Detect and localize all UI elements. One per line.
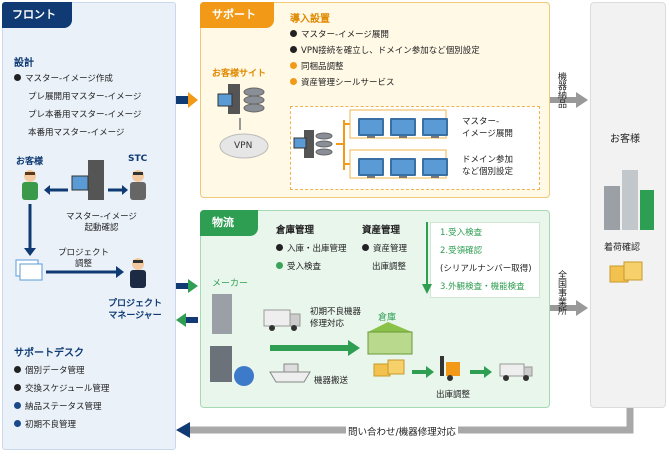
server-icon <box>217 84 265 114</box>
inspection-step-1: 1.受入検査 <box>440 228 483 238</box>
monitor-icon <box>358 158 384 178</box>
pm-person-icon <box>130 258 146 288</box>
pc-tower-icon <box>71 160 104 200</box>
vpn-label: VPN <box>234 141 253 151</box>
design-item: マスター-イメージ作成 <box>14 72 113 84</box>
domain-label: ドメイン参加 など個別設定 <box>462 155 514 177</box>
warehouse-mgmt-heading: 倉庫管理 <box>276 225 315 236</box>
front-tab: フロント <box>2 2 72 28</box>
bullet-icon <box>14 402 21 409</box>
arrival-label: 着荷確認 <box>604 243 641 253</box>
asset-mgmt-heading: 資産管理 <box>362 225 401 236</box>
bullet-icon <box>14 420 21 427</box>
inquiry-label: 問い合わせ/機器修理対応 <box>346 424 458 438</box>
forklift-icon <box>440 356 460 381</box>
maker-label: メーカー <box>212 279 249 289</box>
bullet-icon <box>276 244 283 251</box>
inspection-box <box>430 222 540 298</box>
maker-building-icon <box>210 294 254 386</box>
bullet-icon <box>14 74 21 81</box>
bullet-icon <box>290 78 297 85</box>
design-heading: 設計 <box>14 58 34 69</box>
bullet-icon <box>276 262 283 269</box>
front-customer-label: お客様 <box>16 157 44 167</box>
truck-icon <box>263 309 301 331</box>
support-desk-item-2: 交換スケジュール管理 <box>14 382 109 394</box>
inspection-step-2b: (シリアルナンバー取得) <box>440 264 532 274</box>
design-sub-2: プレ本番用マスター-イメージ <box>28 110 142 120</box>
design-sub-3: 本番用マスター-イメージ <box>28 128 125 138</box>
install-item-4: 資産管理シールサービス <box>290 76 395 88</box>
monitor-icon <box>390 158 416 178</box>
master-confirm-label: マスター-イメージ 起動確認 <box>66 212 137 233</box>
inspection-step-2: 2.受領確認 <box>440 246 483 256</box>
customer-office-icon <box>604 170 654 230</box>
inspection-arrow <box>422 222 432 294</box>
vpn-cloud-icon <box>219 133 269 159</box>
monitor-icon <box>422 158 448 178</box>
shipping-label: 出庫調整 <box>436 390 471 400</box>
install-item-3: 同梱品調整 <box>290 60 344 72</box>
initial-defect-label: 初期不良機器 修理対応 <box>310 307 362 329</box>
warehouse-mgmt-item-1: 入庫・出庫管理 <box>276 242 347 254</box>
warehouse-mgmt-item-2: 受入検査 <box>276 260 321 272</box>
asset-mgmt-item-2: 出庫調整 <box>372 262 407 272</box>
install-item-2: VPN接続を確立し、ドメイン参加など個別設定 <box>290 44 480 56</box>
monitor-icon <box>422 118 448 138</box>
bullet-icon <box>290 30 297 37</box>
bullet-icon <box>14 384 21 391</box>
design-sub-1: プレ展開用マスター-イメージ <box>28 92 142 102</box>
documents-icon <box>15 259 43 281</box>
bullet-icon <box>14 366 21 373</box>
design-item-label: マスター-イメージ作成 <box>25 74 113 84</box>
support-tab: サポート <box>200 2 274 28</box>
ship-icon <box>269 363 311 383</box>
support-desk-item-4: 初期不良管理 <box>14 418 76 430</box>
monitor-icon <box>390 118 416 138</box>
boxes-icon <box>373 359 405 377</box>
logistics-tab: 物流 <box>200 210 258 236</box>
warehouse-label: 倉庫 <box>378 313 397 323</box>
customer-label: お客様 <box>610 134 640 145</box>
support-desk-item-1: 個別データ管理 <box>14 364 85 376</box>
nationwide-label: 全国事業所 <box>556 270 566 315</box>
deploy-server-icon <box>293 130 333 158</box>
inspection-step-3: 3.外観検査・機能検査 <box>440 282 525 292</box>
customer-person-icon <box>22 170 38 200</box>
delivery-label: 機器納品 <box>556 72 566 108</box>
bullet-icon <box>290 46 297 53</box>
pm-label: プロジェクト マネージャー <box>108 299 163 321</box>
stc-person-icon <box>130 170 146 200</box>
bullet-icon <box>362 244 369 251</box>
support-server-illustration <box>217 84 269 159</box>
support-desk-item-3: 納品ステータス管理 <box>14 400 102 412</box>
project-adjust-label: プロジェクト 調整 <box>58 248 110 269</box>
install-item-1: マスター-イメージ展開 <box>290 28 389 40</box>
deploy-label: マスター- イメージ展開 <box>462 117 513 139</box>
transport-label: 機器搬送 <box>314 376 349 386</box>
customer-site-label: お客様サイト <box>212 69 267 79</box>
warehouse-building-icon <box>367 322 413 355</box>
bullet-icon <box>290 62 297 69</box>
front-illustration <box>15 160 146 288</box>
asset-mgmt-item-1: 資産管理 <box>362 242 407 254</box>
logistics-illustration <box>210 294 533 386</box>
stc-label: STC <box>128 154 148 164</box>
arrival-boxes-icon <box>609 261 643 283</box>
install-heading: 導入設置 <box>290 14 330 25</box>
monitor-icon <box>358 118 384 138</box>
delivery-truck-icon <box>499 363 533 381</box>
support-desk-heading: サポートデスク <box>14 348 84 359</box>
